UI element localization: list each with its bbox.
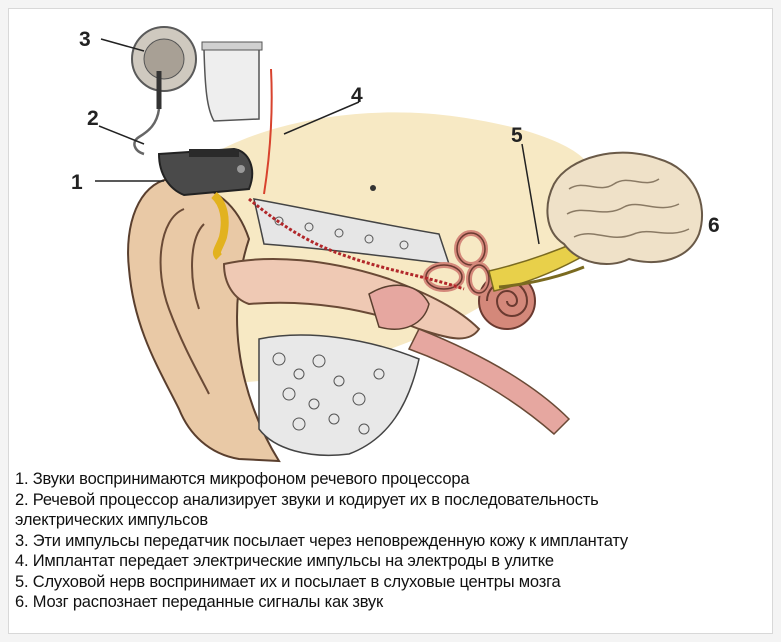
eustachian-tube xyxy=(409,329,569,434)
label-6: 6 xyxy=(708,214,720,237)
label-2: 2 xyxy=(87,107,99,130)
legend-item-5: 5. Слуховой нерв воспринимает их и посыл… xyxy=(15,572,767,593)
legend-item-2-cont: электрических импульсов xyxy=(15,510,767,531)
legend-item-6: 6. Мозг распознает переданные сигналы ка… xyxy=(15,592,767,613)
label-3: 3 xyxy=(79,28,91,51)
figure-frame: 1 2 3 4 5 6 1. Звуки воспринимаются микр… xyxy=(8,8,773,634)
legend-item-1: 1. Звуки воспринимаются микрофоном речев… xyxy=(15,469,767,490)
microphone xyxy=(132,27,196,109)
transmitter xyxy=(202,42,262,121)
legend-item-2: 2. Речевой процессор анализирует звуки и… xyxy=(15,490,767,511)
brain xyxy=(547,153,702,264)
label-4: 4 xyxy=(351,84,363,107)
processor-cable xyxy=(134,109,159,154)
speech-processor xyxy=(159,149,252,195)
tissue-dot xyxy=(370,185,376,191)
label-1: 1 xyxy=(71,171,83,194)
legend-item-3: 3. Эти импульсы передатчик посылает чере… xyxy=(15,531,767,552)
legend: 1. Звуки воспринимаются микрофоном речев… xyxy=(15,469,767,613)
cochlear-implant-diagram: 1 2 3 4 5 6 xyxy=(9,9,774,467)
legend-item-4: 4. Имплантат передает электрические импу… xyxy=(15,551,767,572)
label-5: 5 xyxy=(511,124,523,147)
